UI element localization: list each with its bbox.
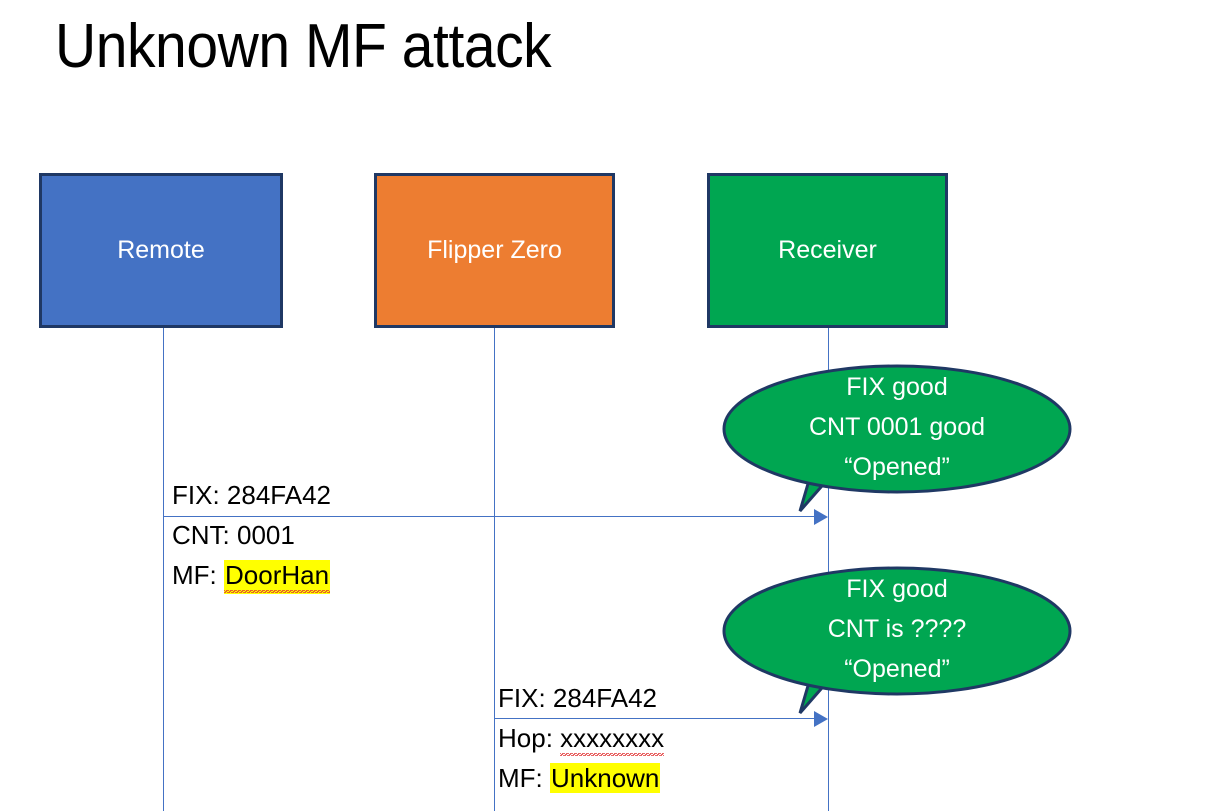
callout-bubble-1[interactable]: FIX good CNT 0001 good “Opened” [722, 359, 1072, 521]
message-line-1-1-value: 284FA42 [226, 480, 331, 510]
callout-ellipse-2 [722, 566, 1072, 696]
message-line-1-2-value: 0001 [237, 520, 295, 550]
message-line-2-3: MF: Unknown [498, 758, 664, 798]
message-line-2-1: FIX: 284FA42 [498, 678, 657, 718]
message-line-2-3-value: Unknown [550, 763, 661, 793]
message-line-1-1-label: FIX: [172, 480, 227, 510]
message-line-1-3-label: MF: [172, 560, 224, 590]
message-line-2-2: Hop: xxxxxxxx [498, 718, 665, 758]
message-line-2-2-value: xxxxxxxx [560, 723, 665, 757]
message-arrow-head-1 [814, 509, 828, 525]
lifeline-receiver [828, 328, 829, 811]
message-line-2-1-value: 284FA42 [552, 683, 657, 713]
lifeline-flipper [494, 328, 495, 811]
message-label-2b: Hop: xxxxxxxx MF: Unknown [498, 718, 665, 798]
message-line-1-1: FIX: 284FA42 [172, 475, 331, 515]
actor-box-remote[interactable]: Remote [39, 173, 283, 328]
message-line-1-2-label: CNT: [172, 520, 237, 550]
message-line-2-2-label: Hop: [498, 723, 561, 753]
message-label-2: FIX: 284FA42 [498, 678, 657, 718]
actor-label-flipper-zero: Flipper Zero [427, 236, 562, 264]
actor-box-flipper-zero[interactable]: Flipper Zero [374, 173, 615, 328]
callout-ellipse-1 [722, 364, 1072, 494]
callout-bubble-2[interactable]: FIX good CNT is ???? “Opened” [722, 561, 1072, 723]
message-line-1-3: MF: DoorHan [172, 555, 331, 595]
message-arrow-line-1 [163, 516, 815, 517]
message-line-1-3-value: DoorHan [224, 560, 331, 594]
message-line-1-2: CNT: 0001 [172, 515, 330, 555]
message-line-2-1-label: FIX: [498, 683, 553, 713]
message-arrow-line-2 [494, 718, 815, 719]
message-arrow-head-2 [814, 711, 828, 727]
message-line-2-3-label: MF: [498, 763, 550, 793]
message-label-1b: CNT: 0001 MF: DoorHan [172, 515, 331, 595]
lifeline-remote [163, 328, 164, 811]
actor-box-receiver[interactable]: Receiver [707, 173, 948, 328]
page-title: Unknown MF attack [55, 12, 552, 81]
actor-label-remote: Remote [117, 236, 205, 264]
actor-label-receiver: Receiver [778, 236, 877, 264]
message-label-1: FIX: 284FA42 [172, 475, 331, 515]
